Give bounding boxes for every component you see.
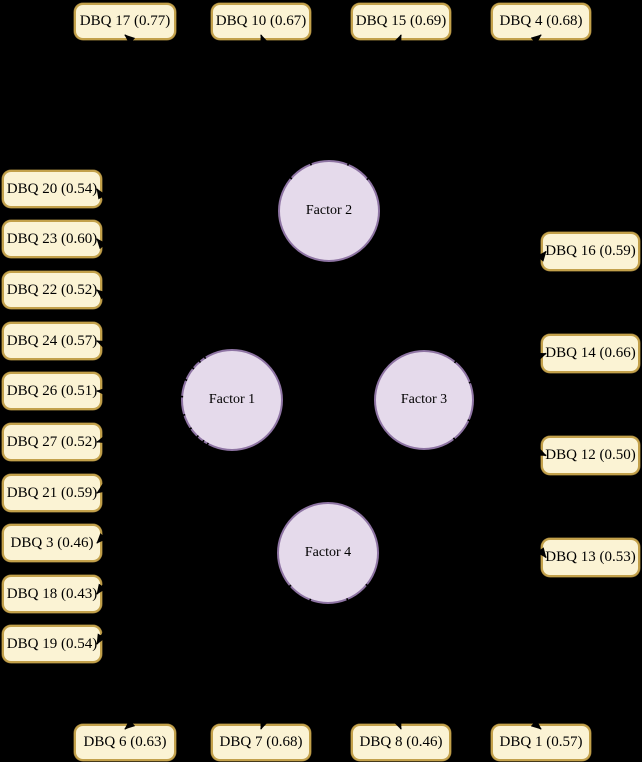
factor-label: Factor 3 — [400, 392, 448, 407]
item-label: DBQ 1 (0.57) — [499, 734, 583, 750]
edge-factor1-dbq19 — [96, 442, 209, 645]
item-node-dbq26: DBQ 26 (0.51) — [2, 372, 102, 410]
edge-factor1-dbq3 — [96, 435, 199, 544]
edge-factor4-dbq7 — [260, 598, 312, 730]
item-label: DBQ 7 (0.68) — [219, 734, 303, 750]
item-node-dbq27: DBQ 27 (0.52) — [2, 423, 102, 461]
item-node-dbq17: DBQ 17 (0.77) — [74, 3, 176, 40]
item-node-dbq1: DBQ 1 (0.57) — [491, 724, 591, 761]
item-node-dbq8: DBQ 8 (0.46) — [351, 724, 451, 761]
edge-factor1-dbq24 — [96, 340, 188, 382]
edge-factor1-dbq26 — [96, 387, 184, 398]
edge-factor3-dbq12 — [467, 419, 547, 457]
item-label: DBQ 27 (0.52) — [6, 433, 98, 450]
edge-factor4-dbq1 — [365, 583, 542, 730]
item-label: DBQ 6 (0.63) — [83, 734, 167, 750]
item-node-dbq14: DBQ 14 (0.66) — [541, 334, 640, 373]
item-node-dbq10: DBQ 10 (0.67) — [211, 3, 311, 40]
edge-factor2-dbq17 — [124, 34, 293, 180]
item-label: DBQ 13 (0.53) — [545, 549, 636, 565]
item-node-dbq24: DBQ 24 (0.57) — [2, 322, 102, 360]
item-label: DBQ 12 (0.50) — [545, 447, 636, 463]
item-label: DBQ 3 (0.46) — [10, 534, 94, 551]
item-node-dbq22: DBQ 22 (0.52) — [2, 271, 102, 309]
item-node-dbq6: DBQ 6 (0.63) — [74, 724, 176, 761]
edge-factor3-dbq16 — [453, 250, 547, 364]
factor-label: Factor 1 — [208, 392, 256, 407]
edge-factor2-dbq10 — [260, 34, 313, 166]
item-node-dbq7: DBQ 7 (0.68) — [211, 724, 311, 761]
edge-factor1-dbq18 — [96, 439, 205, 595]
edge-factor3-dbq14 — [468, 352, 547, 384]
item-node-dbq13: DBQ 13 (0.53) — [541, 538, 640, 577]
item-node-dbq16: DBQ 16 (0.59) — [541, 232, 640, 271]
item-node-dbq20: DBQ 20 (0.54) — [2, 170, 102, 208]
item-label: DBQ 4 (0.68) — [499, 13, 583, 29]
edge-factor4-dbq8 — [346, 597, 402, 730]
item-node-dbq21: DBQ 21 (0.59) — [2, 474, 102, 512]
item-label: DBQ 15 (0.69) — [355, 13, 447, 29]
item-node-dbq15: DBQ 15 (0.69) — [351, 3, 451, 40]
factor-node-factor3: Factor 3 — [374, 350, 474, 450]
item-node-dbq12: DBQ 12 (0.50) — [541, 436, 640, 475]
edge-factor2-dbq15 — [346, 34, 402, 166]
item-label: DBQ 14 (0.66) — [545, 345, 636, 361]
item-label: DBQ 23 (0.60) — [6, 230, 98, 247]
edge-factor1-dbq20 — [96, 188, 207, 360]
edge-factor1-dbq22 — [96, 289, 195, 370]
item-label: DBQ 26 (0.51) — [6, 382, 98, 399]
edge-factor4-dbq6 — [124, 584, 292, 730]
factor-node-factor2: Factor 2 — [278, 160, 380, 262]
item-label: DBQ 24 (0.57) — [6, 332, 98, 349]
edge-factor3-dbq13 — [452, 437, 547, 559]
item-label: DBQ 20 (0.54) — [6, 180, 98, 197]
item-node-dbq18: DBQ 18 (0.43) — [2, 575, 102, 613]
factor-label: Factor 4 — [304, 545, 352, 560]
edge-factor1-dbq27 — [96, 413, 186, 444]
edge-factor1-dbq23 — [96, 238, 202, 364]
item-node-dbq3: DBQ 3 (0.46) — [2, 524, 102, 562]
item-label: DBQ 10 (0.67) — [215, 13, 307, 29]
item-label: DBQ 18 (0.43) — [6, 585, 98, 602]
edge-factor2-dbq4 — [366, 34, 542, 181]
item-label: DBQ 17 (0.77) — [79, 13, 171, 29]
item-label: DBQ 16 (0.59) — [545, 243, 636, 259]
item-label: DBQ 19 (0.54) — [6, 635, 98, 652]
item-label: DBQ 8 (0.46) — [359, 734, 443, 750]
item-label: DBQ 21 (0.59) — [6, 484, 98, 501]
item-node-dbq23: DBQ 23 (0.60) — [2, 220, 102, 258]
item-node-dbq19: DBQ 19 (0.54) — [2, 625, 102, 663]
edge-factor1-dbq21 — [96, 427, 193, 494]
item-node-dbq4: DBQ 4 (0.68) — [491, 3, 591, 40]
factor-node-factor1: Factor 1 — [181, 349, 283, 451]
factor-label: Factor 2 — [305, 203, 353, 218]
item-label: DBQ 22 (0.52) — [6, 281, 98, 298]
factor-node-factor4: Factor 4 — [277, 502, 379, 604]
